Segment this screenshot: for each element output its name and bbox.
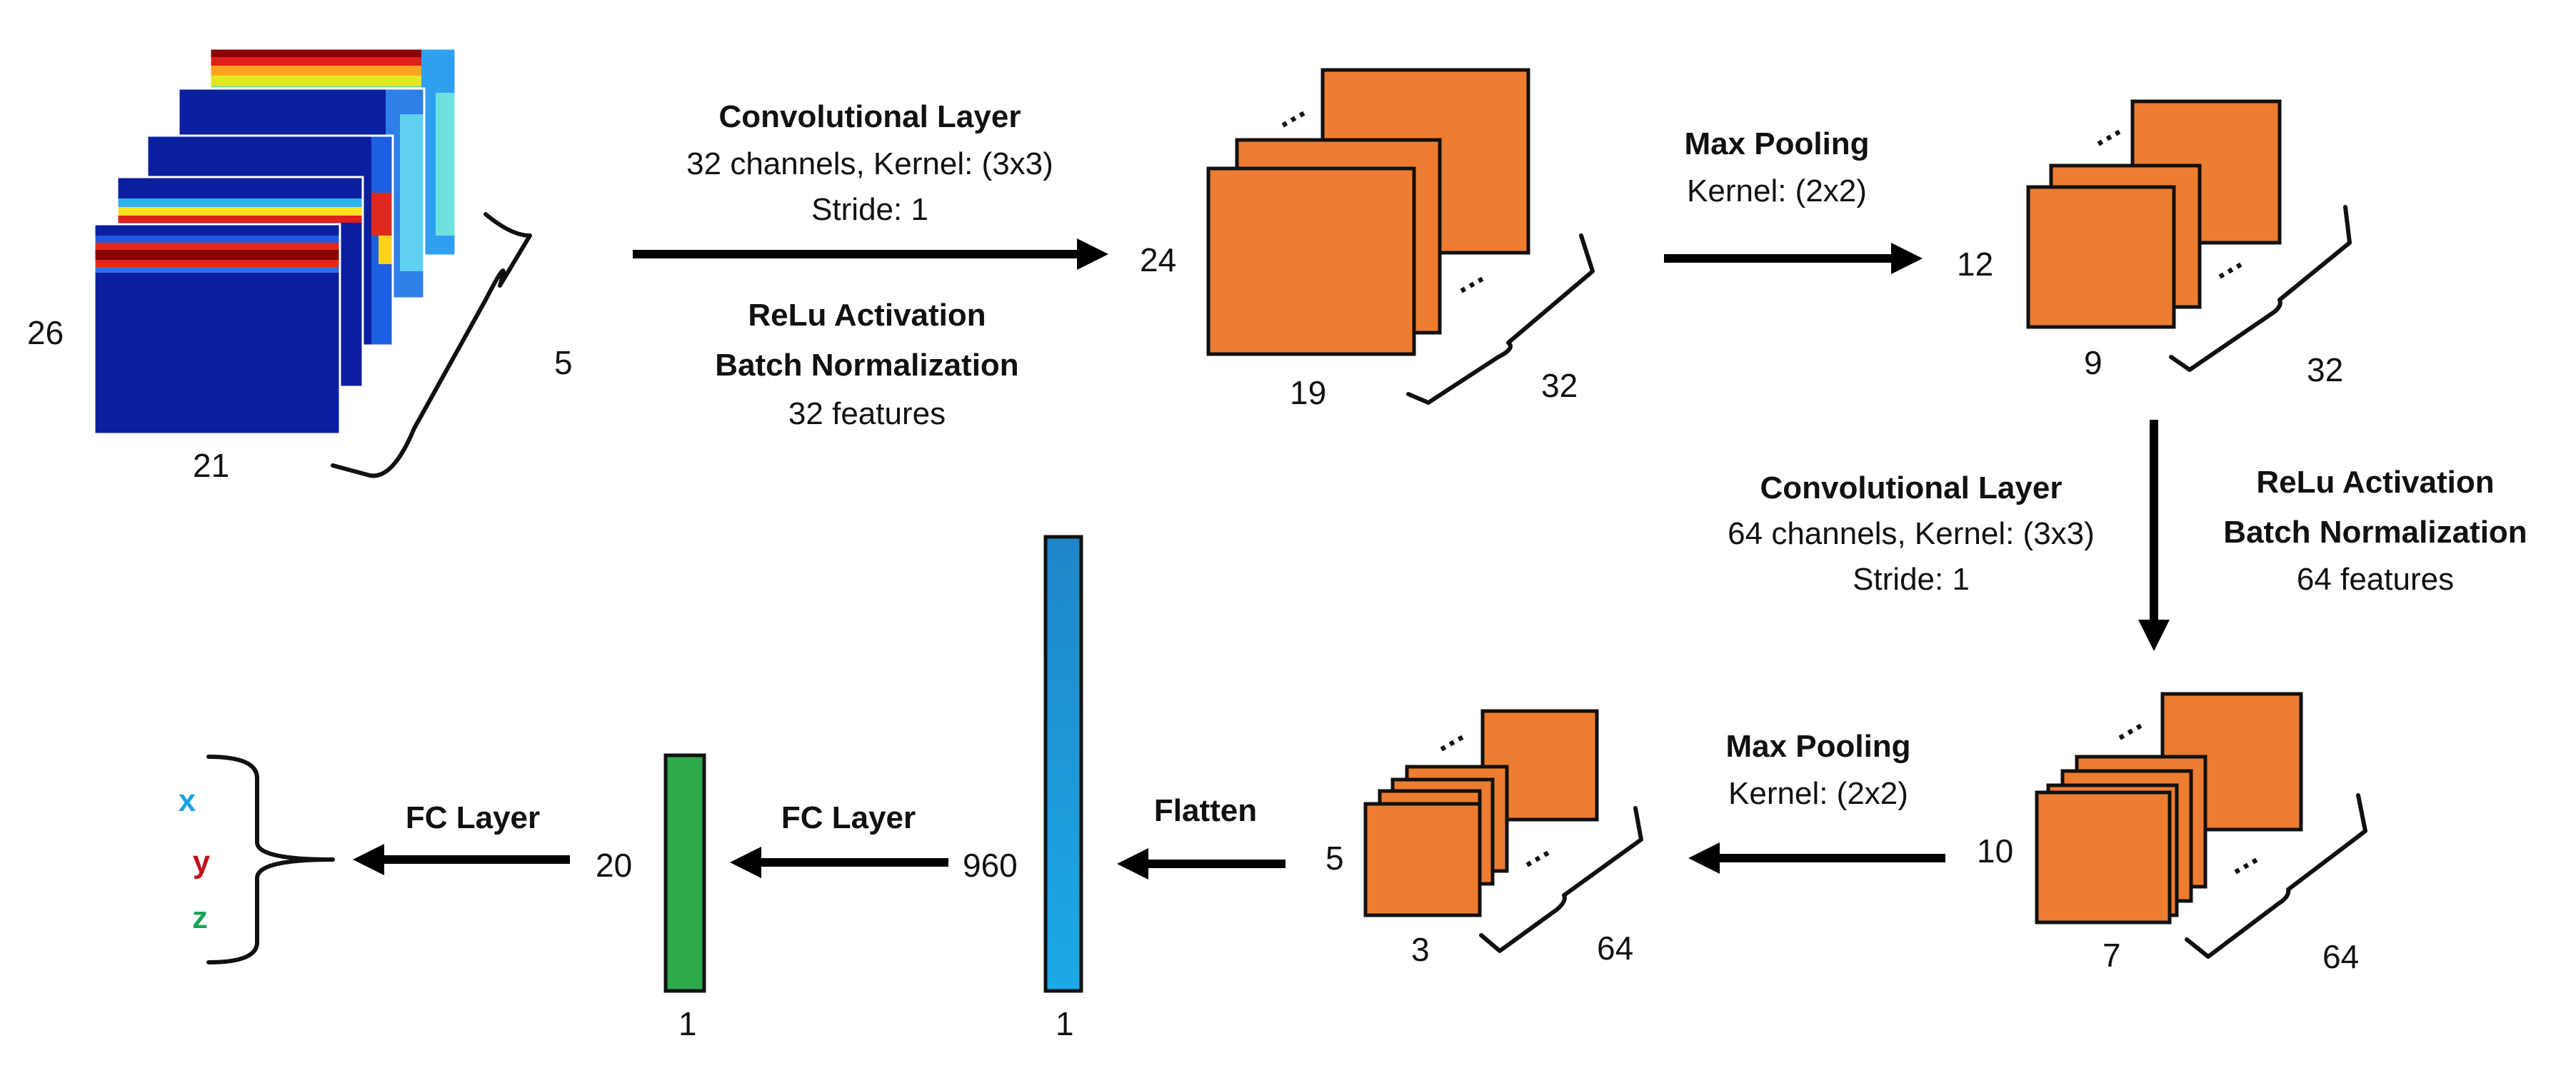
fmap3-height-label: 10 (1977, 832, 2013, 870)
fmap1-width-label: 19 (1290, 374, 1326, 411)
fmap2-width-label: 9 (2084, 344, 2103, 381)
fmap3-depth-label: 64 (2322, 938, 2359, 975)
feature-map-stack-3: … … (2035, 692, 2367, 959)
conv1-features: 32 features (788, 396, 946, 431)
output-x-label: x (179, 783, 196, 818)
flatten-width-label: 1 (1056, 1005, 1074, 1042)
fmap4-ellipsis-top: … (1425, 713, 1470, 759)
pool1-title: Max Pooling (1684, 126, 1869, 161)
output-brace (206, 755, 335, 964)
fmap4-depth-bracket (1479, 806, 1643, 953)
arrow-conv1 (633, 238, 1108, 270)
fmap3-ellipsis-top: … (2104, 702, 2149, 747)
fmap4-height-label: 5 (1325, 840, 1344, 877)
arrow-conv2 (2138, 420, 2170, 651)
fmap2-ellipsis-side: … (2204, 241, 2249, 286)
flatten-vector-bar (1043, 535, 1083, 993)
conv2-activation: ReLu Activation (2256, 465, 2494, 500)
conv2-batchnorm: Batch Normalization (2223, 515, 2527, 550)
conv2-channels: 64 channels, Kernel: (3x3) (1728, 516, 2095, 551)
output-y-label: y (193, 845, 211, 880)
input-width-label: 21 (193, 447, 229, 484)
fmap2-height-label: 12 (1957, 246, 1993, 283)
flatten-size-label: 960 (963, 847, 1018, 884)
feature-map-stack-4: … … (1363, 709, 1643, 953)
conv2-title: Convolutional Layer (1760, 470, 2063, 505)
arrow-fc2 (353, 844, 570, 875)
pool2-title: Max Pooling (1725, 729, 1910, 764)
arrow-pool2 (1688, 842, 1945, 874)
arrow-pool1 (1664, 243, 1923, 274)
fmap3-ellipsis-side: … (2220, 836, 2265, 882)
feature-map-stack-1: … … (1206, 68, 1595, 405)
fc2-title: FC Layer (406, 800, 540, 835)
conv1-stride: Stride: 1 (811, 192, 928, 227)
conv1-title: Convolutional Layer (719, 99, 1021, 134)
fmap2-depth-bracket (2169, 205, 2352, 372)
fmap1-height-label: 24 (1140, 241, 1176, 278)
fmap4-width-label: 3 (1411, 931, 1430, 968)
conv1-activation: ReLu Activation (748, 298, 986, 333)
pool2-kernel: Kernel: (2x2) (1728, 776, 1908, 811)
input-heatmap-stack (93, 47, 532, 478)
conv2-stride: Stride: 1 (1853, 562, 1970, 597)
input-depth-label: 5 (554, 344, 573, 381)
fc1-width-label: 1 (678, 1005, 697, 1042)
fmap2-ellipsis-top: … (2083, 108, 2128, 153)
input-depth-bracket (331, 212, 532, 478)
conv2-features: 64 features (2297, 562, 2454, 597)
fmap4-ellipsis-side: … (1511, 829, 1556, 875)
fmap1-ellipsis-side: … (1445, 255, 1490, 301)
flatten-title: Flatten (1154, 793, 1257, 828)
feature-map-stack-2: … … (2026, 99, 2352, 372)
fmap1-depth-label: 32 (1541, 367, 1578, 404)
conv1-channels: 32 channels, Kernel: (3x3) (686, 146, 1053, 181)
fmap3-width-label: 7 (2103, 937, 2121, 974)
output-z-label: z (192, 900, 208, 935)
fc1-title: FC Layer (781, 800, 916, 835)
fmap4-depth-label: 64 (1597, 930, 1633, 967)
fc1-vector-bar (663, 753, 706, 993)
fmap2-depth-label: 32 (2307, 351, 2343, 388)
fmap1-ellipsis-top: … (1267, 89, 1312, 135)
heatmap-slice-1 (93, 223, 341, 435)
conv1-batchnorm: Batch Normalization (715, 348, 1018, 383)
fmap3-depth-bracket (2185, 793, 2367, 959)
arrow-fc1 (730, 847, 948, 878)
pool1-kernel: Kernel: (2x2) (1687, 173, 1867, 208)
fc1-size-label: 20 (596, 847, 632, 884)
arrow-flatten (1117, 848, 1286, 880)
input-height-label: 26 (27, 314, 64, 351)
fmap1-depth-bracket (1406, 233, 1595, 405)
